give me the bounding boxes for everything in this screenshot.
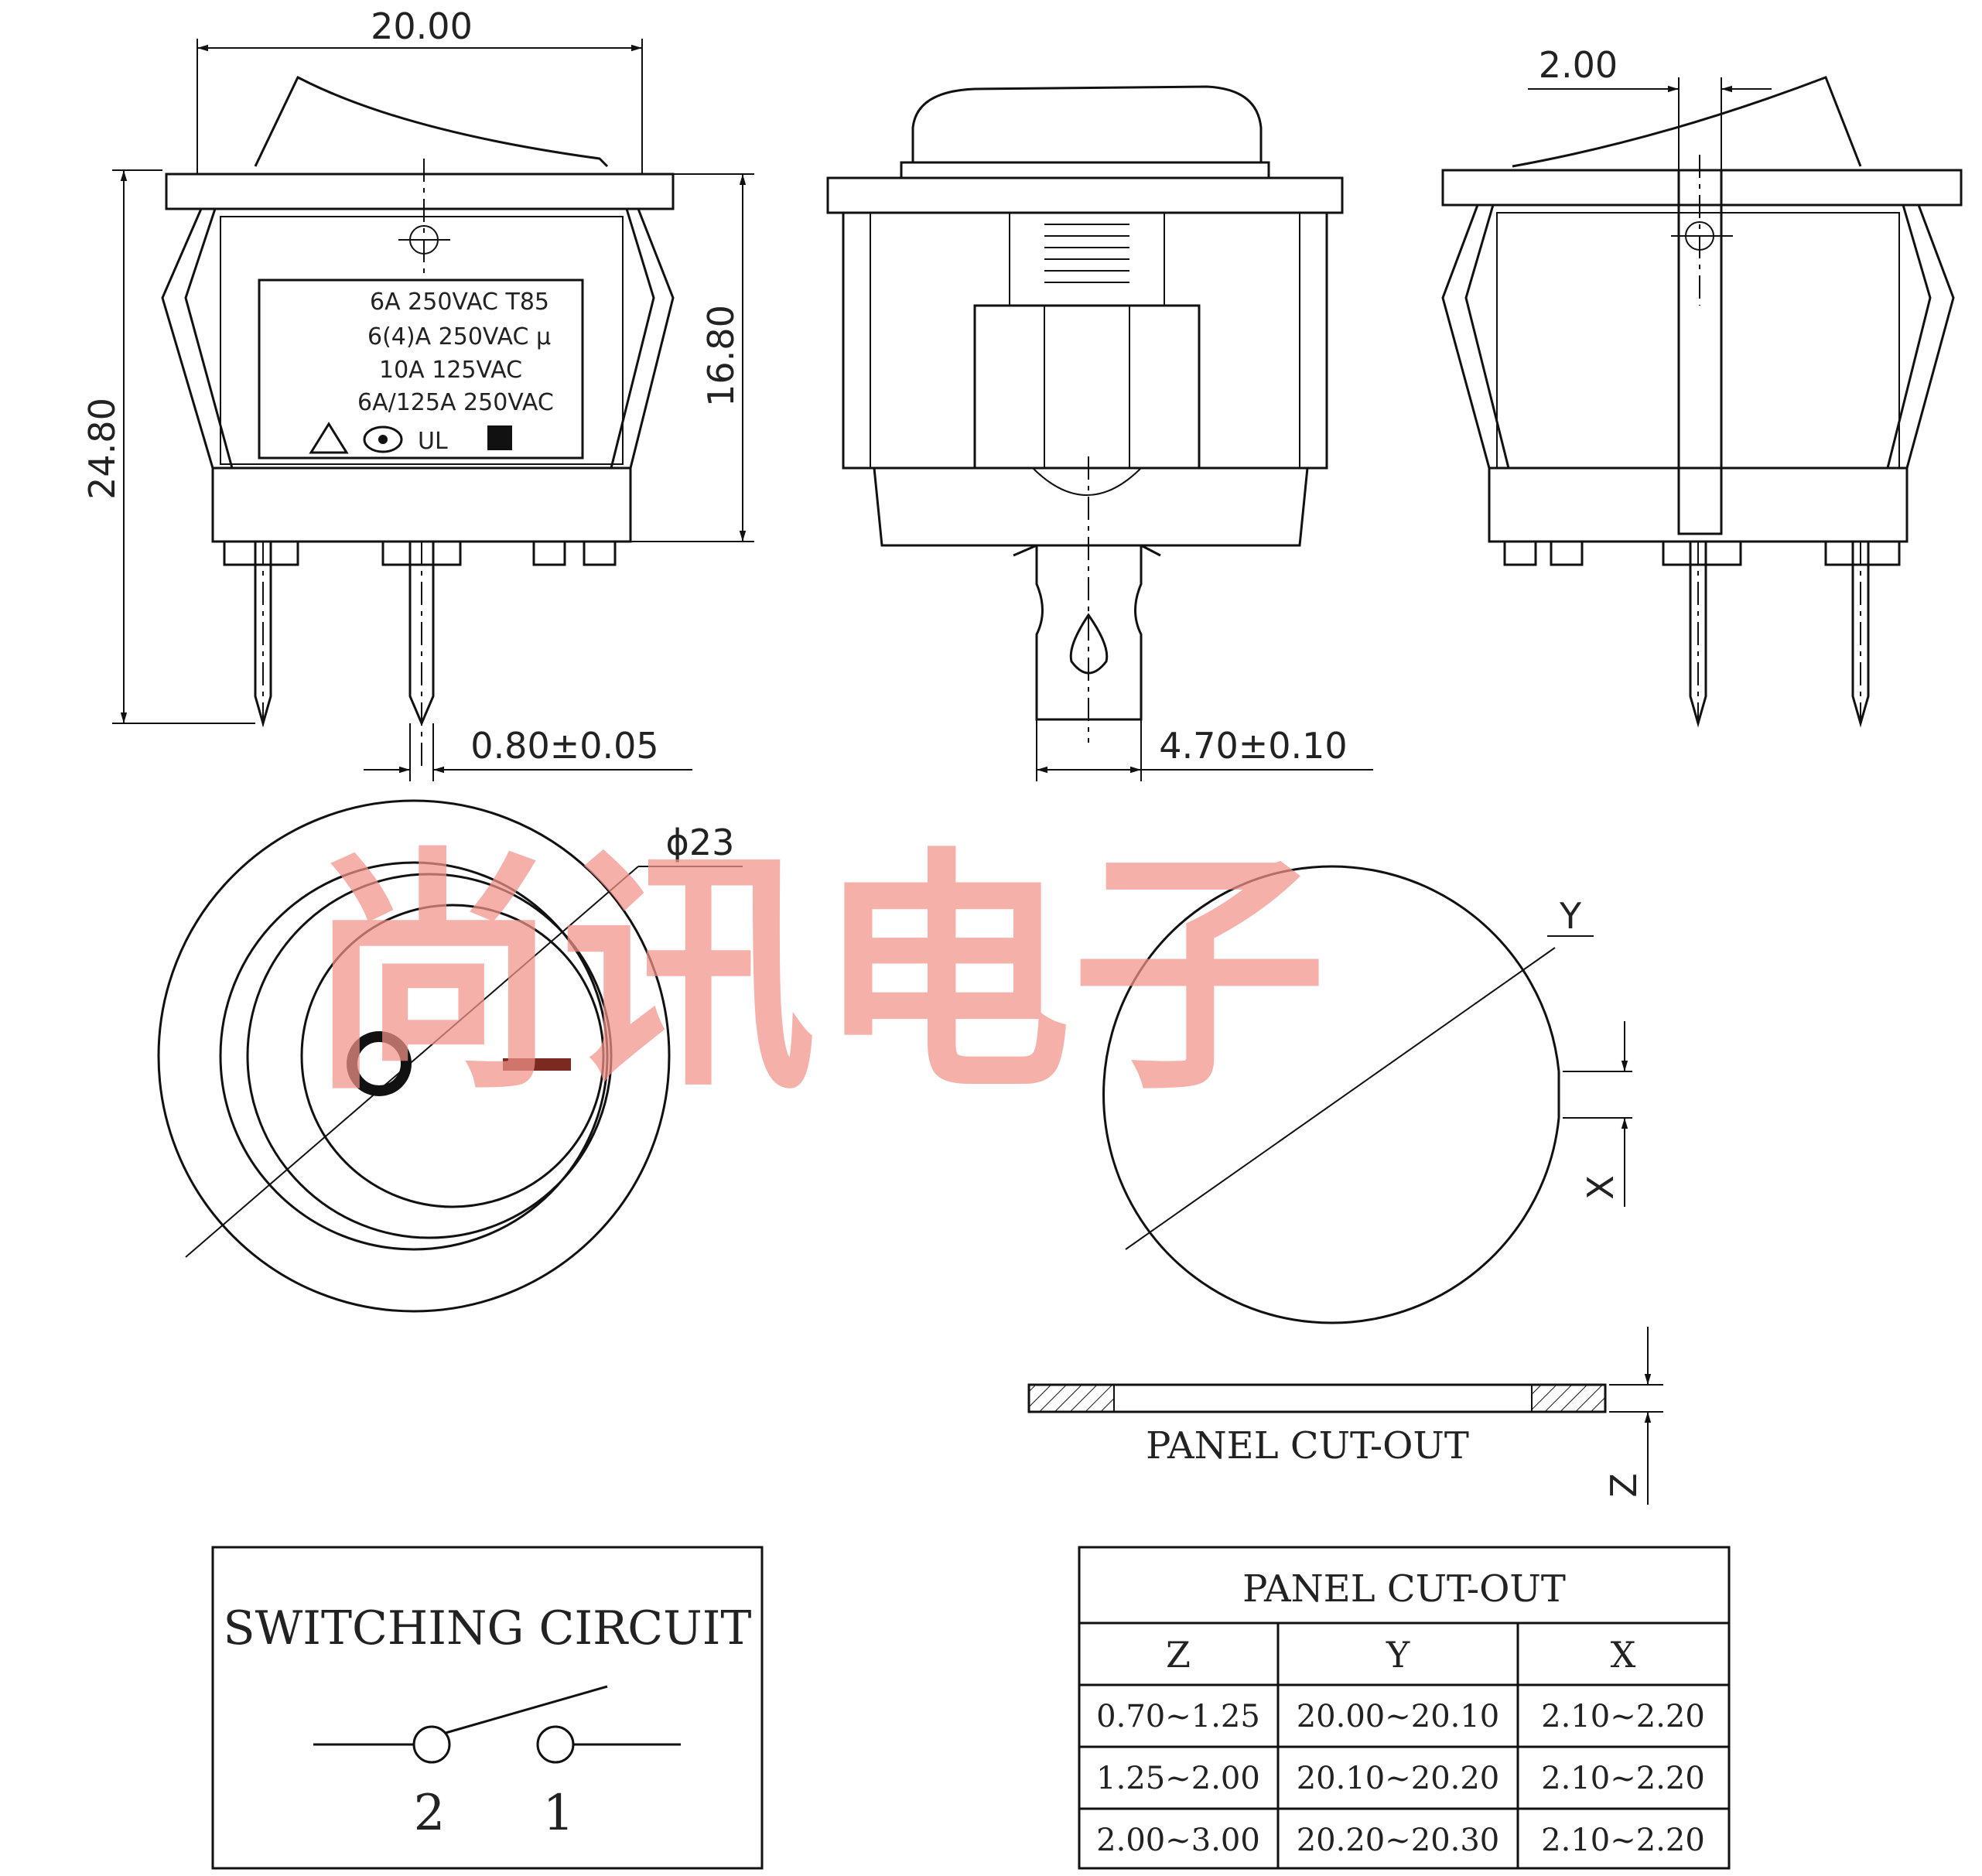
cutout-shape: Y X <box>1102 865 1632 1324</box>
table-header-z: Z <box>1166 1634 1191 1676</box>
dim-height-total: 24.80 <box>81 398 123 500</box>
watermark: 尚讯电子 <box>306 824 1327 1124</box>
rating-line-1: 6A 250VAC T85 <box>370 289 549 316</box>
table-header-x: X <box>1611 1634 1636 1676</box>
table-title: PANEL CUT-OUT <box>1242 1567 1566 1611</box>
cert-ul-icon: UL <box>418 428 448 455</box>
panel-section: Z PANEL CUT-OUT <box>1027 1327 1663 1505</box>
right-view: 2.00 <box>1441 44 1963 728</box>
table-cell: 2.10~2.20 <box>1541 1823 1705 1858</box>
dim-body-height: 16.80 <box>700 305 742 407</box>
dim-pin-thickness: 0.80±0.05 <box>470 725 658 767</box>
table-cell: 1.25~2.00 <box>1096 1761 1260 1796</box>
dim-width: 20.00 <box>371 5 473 47</box>
cert-ccc-icon <box>363 425 403 453</box>
dim-diameter: ϕ23 <box>666 822 735 863</box>
table-cell: 0.70~1.25 <box>1096 1699 1260 1734</box>
watermark-text: 尚讯电子 <box>306 824 1327 1124</box>
table-cell: 2.10~2.20 <box>1541 1761 1705 1796</box>
table-cell: 20.00~20.10 <box>1297 1699 1500 1734</box>
cutout-axis-z: Z <box>1603 1473 1645 1498</box>
panel-cutout-table: PANEL CUT-OUT Z Y X 0.70~1.25 20.00~20.1… <box>1078 1546 1731 1870</box>
switching-circuit-box: SWITCHING CIRCUIT 2 1 <box>211 1546 764 1870</box>
cert-triangle-icon <box>309 422 349 454</box>
rating-line-2: 6(4)A 250VAC μ <box>367 323 551 350</box>
table-cell: 20.10~20.20 <box>1297 1761 1500 1796</box>
table-header-y: Y <box>1386 1634 1410 1676</box>
rating-label-box <box>258 278 584 460</box>
dim-tab-width: 4.70±0.10 <box>1159 725 1347 767</box>
table-cell: 20.20~20.30 <box>1297 1823 1500 1858</box>
rating-line-3: 10A 125VAC <box>379 357 522 384</box>
table-cell: 2.00~3.00 <box>1096 1823 1260 1858</box>
switching-circuit-title: SWITCHING CIRCUIT <box>224 1601 752 1656</box>
dim-offset: 2.00 <box>1539 44 1618 86</box>
terminal-2-label: 2 <box>414 1785 446 1842</box>
cert-block-icon <box>487 425 512 450</box>
cutout-axis-y: Y <box>1559 895 1582 937</box>
rating-label-text: 6A 250VAC T85 6(4)A 250VAC μ 10A 125VAC … <box>309 289 554 455</box>
side-view: 4.70±0.10 <box>826 85 1373 781</box>
front-view: 20.00 24.80 16.80 0.80±0.05 <box>81 5 754 781</box>
panel-caption: PANEL CUT-OUT <box>1146 1424 1469 1468</box>
top-view-round: ϕ23 <box>157 799 743 1313</box>
table-cell: 2.10~2.20 <box>1541 1699 1705 1734</box>
rating-line-4: 6A/125A 250VAC <box>357 389 554 416</box>
power-off-mark <box>503 1058 571 1071</box>
terminal-1-label: 1 <box>543 1785 575 1842</box>
cutout-axis-x: X <box>1580 1175 1621 1200</box>
